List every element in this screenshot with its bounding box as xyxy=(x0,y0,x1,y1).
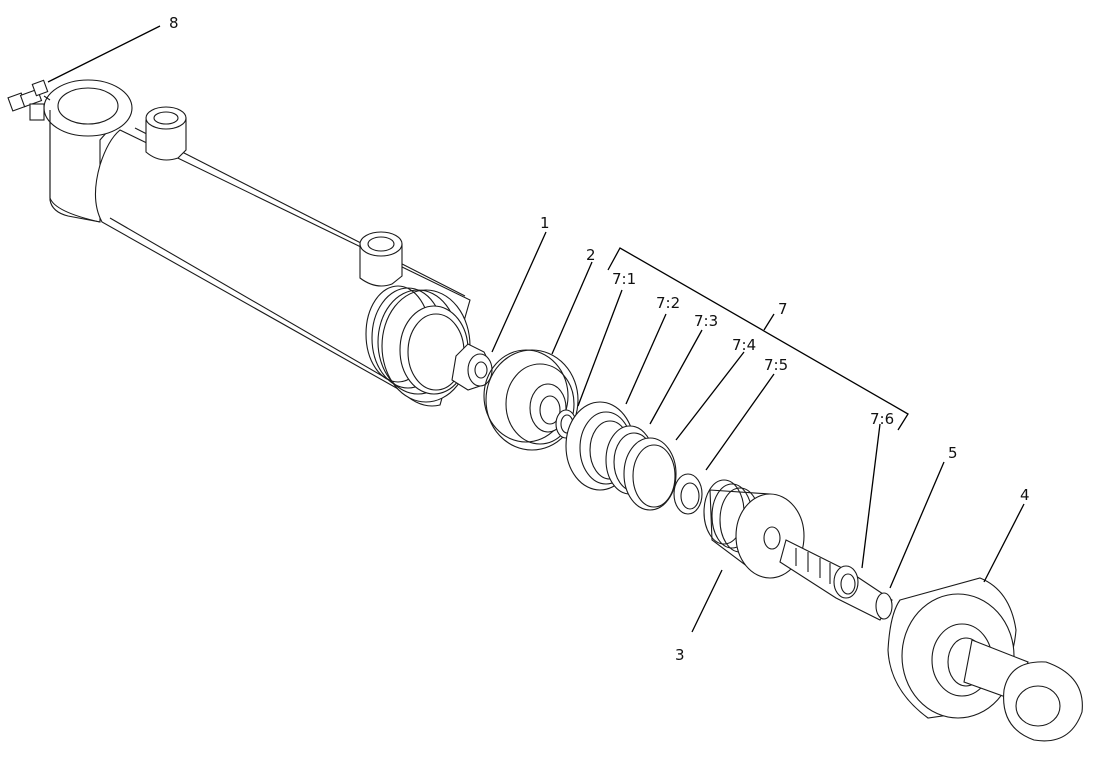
part-gland xyxy=(483,349,579,451)
callout-1: 1 xyxy=(540,214,550,232)
part-piston-rod xyxy=(779,539,893,621)
callout-7-1: 7:1 xyxy=(612,270,636,288)
part-rod-end xyxy=(887,577,1083,742)
callout-7-3: 7:3 xyxy=(694,312,718,330)
cylinder-barrel xyxy=(43,79,471,407)
part-piston-oring xyxy=(673,473,703,515)
callout-7-4: 7:4 xyxy=(732,336,756,354)
grease-fitting xyxy=(7,79,51,121)
callout-7-5: 7:5 xyxy=(764,356,788,374)
part-seal-ring-b xyxy=(623,437,677,511)
callout-labels: 8 1 2 7:1 7:2 7:3 7 7:4 7:5 7:6 5 4 3 xyxy=(169,14,1030,664)
callout-4: 4 xyxy=(1020,486,1030,504)
part-nut xyxy=(451,343,493,391)
callout-7-2: 7:2 xyxy=(656,294,680,312)
callout-2: 2 xyxy=(586,246,596,264)
callout-8: 8 xyxy=(169,14,179,32)
callout-7-6: 7:6 xyxy=(870,410,894,428)
callout-7: 7 xyxy=(778,300,788,318)
callout-3: 3 xyxy=(675,646,685,664)
callout-5: 5 xyxy=(948,444,958,462)
leader-lines xyxy=(47,25,1025,633)
